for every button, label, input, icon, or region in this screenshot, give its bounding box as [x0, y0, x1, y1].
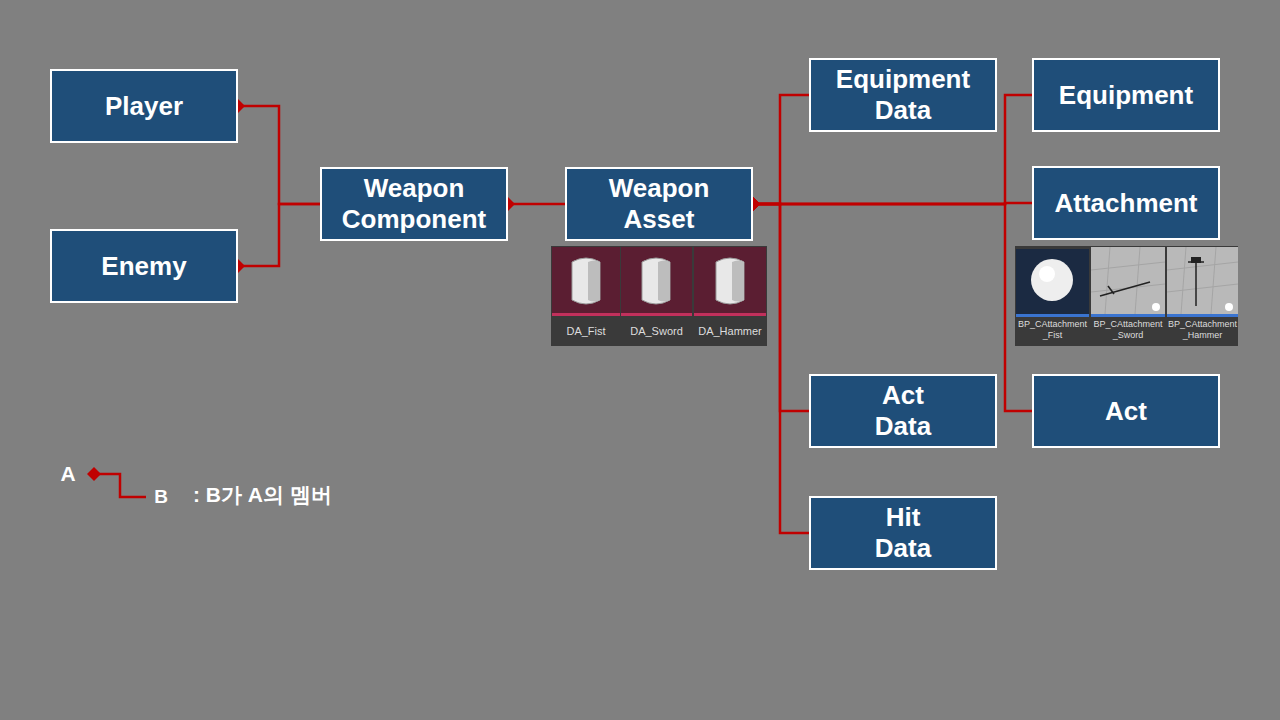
data-box: Hit Data	[809, 496, 997, 570]
data-box: Act Data	[809, 374, 997, 448]
asset-name: DA_Sword	[621, 318, 692, 344]
member-box: Act	[1032, 374, 1220, 448]
node-label: Equipment	[1059, 80, 1193, 111]
member-connector	[238, 204, 320, 266]
asset-name: BP_CAttachment_Sword	[1091, 319, 1165, 341]
member-connector	[508, 203, 565, 206]
node-label: Act Data	[858, 380, 948, 442]
legend-key: B	[150, 485, 172, 509]
member-box: Attachment	[1032, 166, 1220, 240]
asset-box: Weapon Asset	[565, 167, 753, 241]
data-box: Equipment Data	[809, 58, 997, 132]
node-label: Act	[1105, 396, 1147, 427]
member-connector	[753, 204, 809, 533]
asset-name: DA_Hammer	[694, 318, 766, 344]
data-asset-thumbnails	[551, 246, 767, 346]
node-label: Enemy	[101, 251, 186, 282]
player-box: Player	[50, 69, 238, 143]
member-connector	[753, 95, 809, 204]
legend-key: A	[56, 461, 80, 487]
legend-sample	[87, 467, 146, 497]
node-label: Attachment	[1054, 188, 1197, 219]
node-label: Weapon Asset	[584, 173, 734, 235]
node-label: Hit Data	[858, 502, 948, 564]
enemy-box: Enemy	[50, 229, 238, 303]
member-connector	[238, 106, 320, 204]
legend-text: : B가 A의 멤버	[193, 482, 332, 508]
asset-name: DA_Fist	[552, 318, 620, 344]
node-label: Equipment Data	[821, 64, 986, 126]
asset-name: BP_CAttachment_Hammer	[1167, 319, 1238, 341]
node-label: Weapon Component	[332, 173, 497, 235]
asset-name: BP_CAttachment_Fist	[1016, 319, 1089, 341]
node-label: Player	[105, 91, 183, 122]
component-box: Weapon Component	[320, 167, 508, 241]
blueprint-thumbnails	[1015, 246, 1238, 346]
member-box: Equipment	[1032, 58, 1220, 132]
